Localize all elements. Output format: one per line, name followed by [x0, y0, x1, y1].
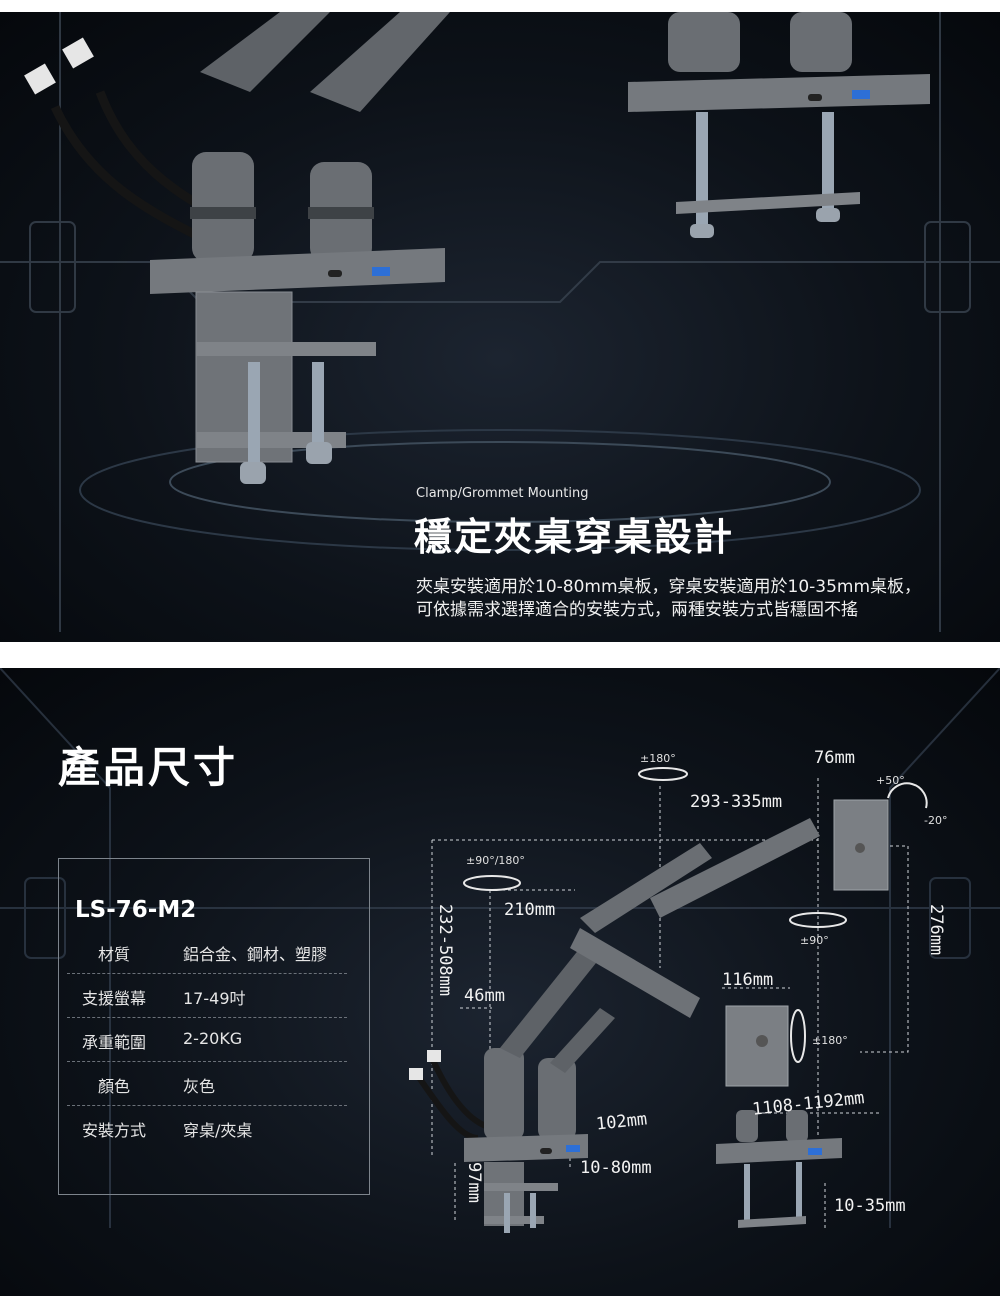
spec-value: 17-49吋 — [183, 989, 246, 1008]
mounting-description-line2: 可依據需求選擇適合的安裝方式，兩種安裝方式皆穩固不搖 — [416, 600, 858, 620]
usb-plug-icon — [24, 37, 94, 95]
spec-value: 鋁合金、鋼材、塑膠 — [183, 945, 328, 964]
spec-row: 材質 鋁合金、鋼材、塑膠 — [67, 929, 347, 974]
rotation-label-right: ±180° — [812, 1034, 848, 1047]
dimension-46-label: 46mm — [464, 986, 505, 1006]
dimensions-panel: 產品尺寸 LS-76-M2 材質 鋁合金、鋼材、塑膠 支援螢幕 17-49吋 承… — [0, 668, 1000, 1296]
spec-key: 顏色 — [97, 1077, 130, 1096]
spec-key: 承重範圍 — [81, 1033, 146, 1052]
spec-value: 2-20KG — [183, 1029, 243, 1048]
spec-row: 安裝方式 穿桌/夾桌 — [67, 1105, 347, 1149]
dimensions-title: 產品尺寸 — [58, 743, 239, 792]
arm-dimension-diagram — [0, 668, 1000, 1233]
mounting-description-line1: 夾桌安裝適用於10-80mm桌板，穿桌安裝適用於10-35mm桌板， — [416, 577, 922, 597]
spec-table: LS-76-M2 材質 鋁合金、鋼材、塑膠 支援螢幕 17-49吋 承重範圍 2… — [58, 858, 370, 1195]
mounting-subtitle: Clamp/Grommet Mounting — [416, 486, 589, 501]
clamp-grommet-panel: Clamp/Grommet Mounting 穩定夾桌穿桌設計 夾桌安裝適用於1… — [0, 12, 1000, 642]
span-293-label: 293-335mm — [690, 792, 783, 812]
grommet-range-label: 10-35mm — [834, 1196, 906, 1216]
rotation-label-top: ±180° — [640, 752, 676, 765]
spec-row: 支援螢幕 17-49吋 — [67, 973, 347, 1018]
spec-row: 承重範圍 2-20KG — [67, 1017, 347, 1062]
mount-illustration — [0, 12, 1000, 632]
clamp-range-label: 10-80mm — [580, 1158, 652, 1178]
width-76-label: 76mm — [814, 748, 855, 768]
dimension-276-label: 276mm — [926, 904, 946, 956]
spec-key: 安裝方式 — [81, 1121, 146, 1140]
spec-key: 材質 — [97, 945, 130, 964]
dimension-232-label: 232-508mm — [435, 904, 455, 997]
spec-key: 支援螢幕 — [81, 989, 146, 1008]
mounting-title: 穩定夾桌穿桌設計 — [414, 515, 735, 559]
dimension-210-label: 210mm — [504, 900, 556, 920]
tilt-down-label: -20° — [924, 814, 948, 827]
dimension-116-label: 116mm — [722, 970, 774, 990]
spec-value: 穿桌/夾桌 — [183, 1121, 253, 1140]
spec-row: 顏色 灰色 — [67, 1061, 347, 1106]
spec-value: 灰色 — [183, 1077, 216, 1096]
tilt-up-label: +50° — [876, 774, 905, 787]
swivel-left-label: ±90°/180° — [466, 854, 525, 867]
model-number: LS-76-M2 — [75, 897, 197, 923]
dimension-97-label: 97mm — [464, 1162, 484, 1203]
swivel-right-label: ±90° — [800, 934, 829, 947]
usb-plug-icon — [409, 1050, 441, 1080]
